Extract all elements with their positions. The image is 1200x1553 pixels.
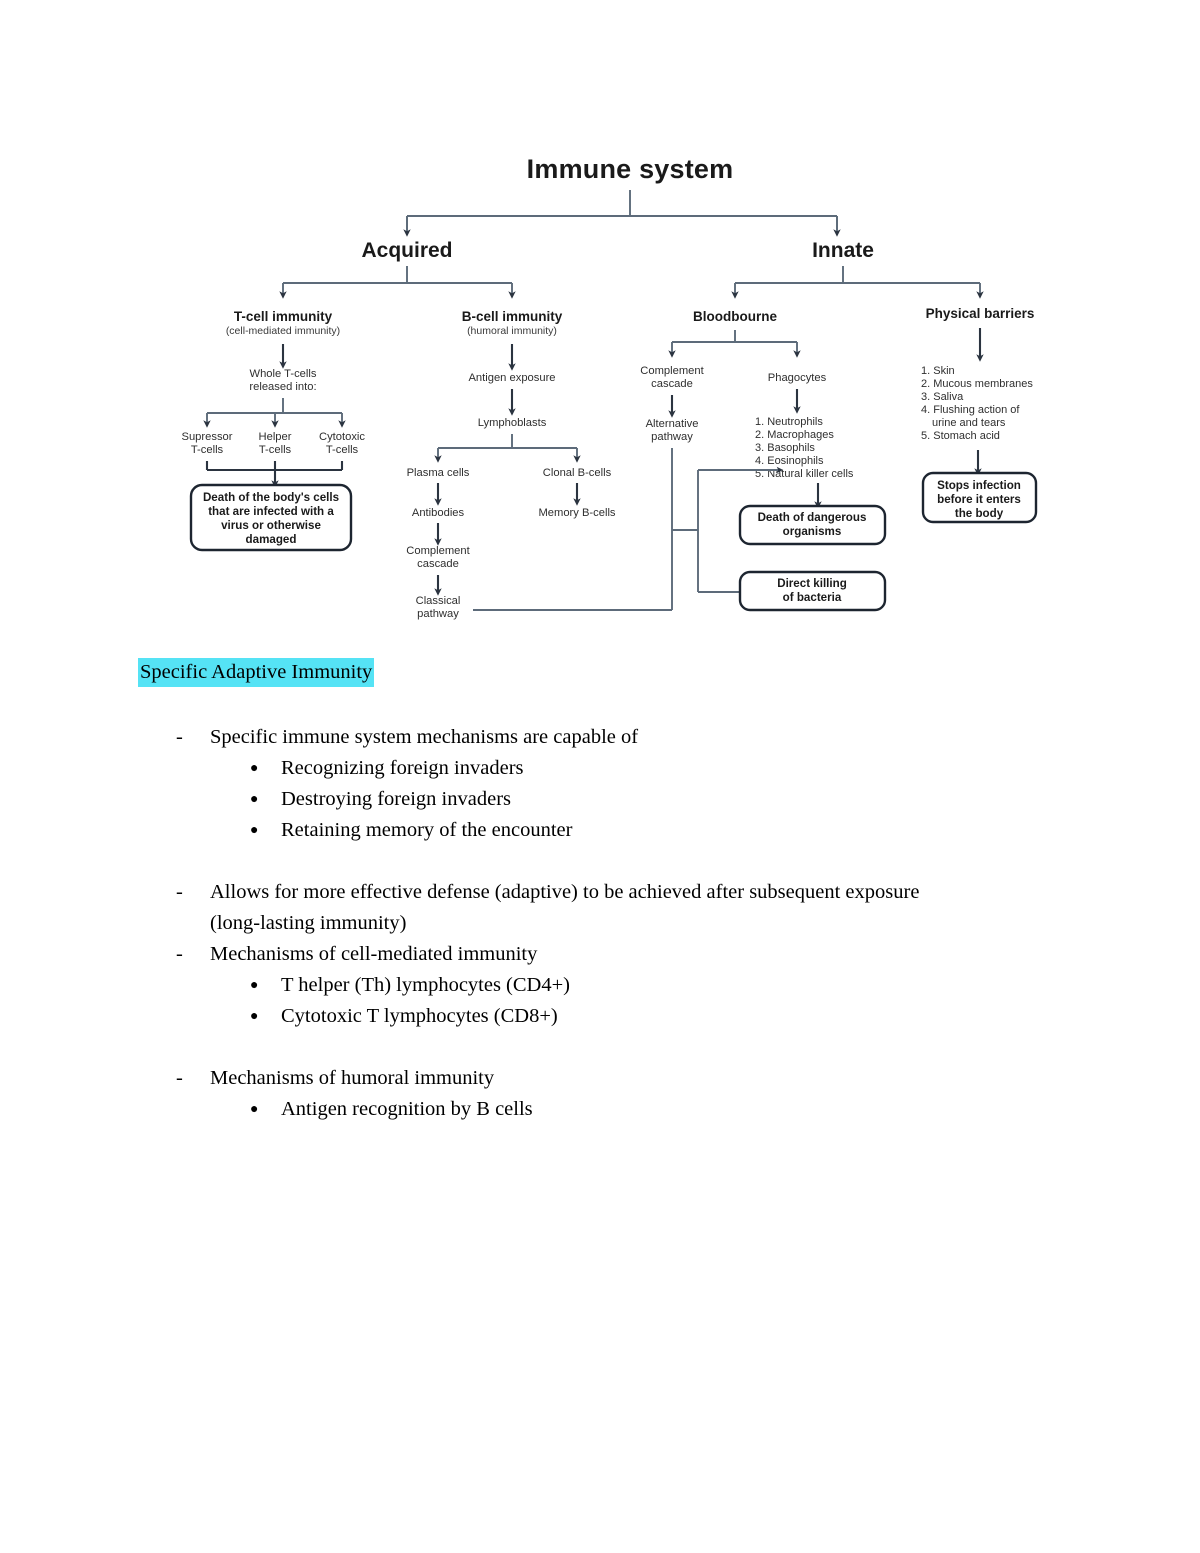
note-item-0: Specific immune system mechanisms are ca… bbox=[210, 726, 639, 748]
physical-barriers-outcome-line2: before it enters bbox=[937, 493, 1021, 506]
b-cell-right-step2: Memory B-cells bbox=[538, 507, 615, 519]
physical-barriers-outcome-box bbox=[921, 471, 1038, 524]
bullet-marker: ● bbox=[250, 823, 259, 838]
note-item-10: Antigen recognition by B cells bbox=[281, 1098, 533, 1120]
bloodbourne-left-step2-line1: Alternative bbox=[646, 418, 699, 430]
note-item-5: (long-lasting immunity) bbox=[210, 912, 407, 934]
bullet-marker: ● bbox=[250, 1009, 259, 1024]
note-item-3: Retaining memory of the encounter bbox=[281, 819, 573, 841]
note-item-8: Cytotoxic T lymphocytes (CD8+) bbox=[281, 1005, 558, 1027]
t-cell-step1-line2: released into: bbox=[249, 381, 316, 393]
dash-marker: - bbox=[176, 726, 183, 748]
dash-marker: - bbox=[176, 881, 183, 903]
t-cell-child-2-line2: T-cells bbox=[259, 444, 292, 456]
phagocyte-list-item-4: 4. Eosinophils bbox=[755, 455, 824, 467]
t-cell-outcome-line4: damaged bbox=[246, 533, 297, 546]
note-item-9: Mechanisms of humoral immunity bbox=[210, 1067, 495, 1089]
phagocyte-list-item-1: 1. Neutrophils bbox=[755, 416, 823, 428]
bullet-marker: ● bbox=[250, 792, 259, 807]
immune-system-diagram: Immune system Acquired Innate T-cell imm… bbox=[0, 0, 1200, 640]
bloodbourne-outcome-1-line1: Death of dangerous bbox=[758, 511, 867, 524]
barrier-list-item-2: 2. Mucous membranes bbox=[921, 378, 1033, 390]
t-cell-step1-line1: Whole T-cells bbox=[250, 368, 317, 380]
barrier-list-item-4-cont: urine and tears bbox=[932, 417, 1006, 429]
physical-barriers-outcome-line3: the body bbox=[955, 507, 1004, 520]
barrier-list-item-5: 5. Stomach acid bbox=[921, 430, 1000, 442]
note-item-2: Destroying foreign invaders bbox=[281, 788, 511, 810]
t-cell-child-1-line1: Supressor bbox=[182, 431, 233, 443]
b-cell-left-step3-line2: cascade bbox=[417, 558, 459, 570]
t-cell-child-1-line2: T-cells bbox=[191, 444, 224, 456]
branch-acquired-label: Acquired bbox=[361, 239, 452, 262]
note-item-1: Recognizing foreign invaders bbox=[281, 757, 524, 779]
phagocyte-list-item-3: 3. Basophils bbox=[755, 442, 815, 454]
t-cell-child-3-line1: Cytotoxic bbox=[319, 431, 365, 443]
bloodbourne-outcome-2-line1: Direct killing bbox=[777, 577, 847, 590]
bloodbourne-right-step1: Phagocytes bbox=[768, 372, 827, 384]
bloodbourne-left-step1-line1: Complement bbox=[640, 365, 704, 377]
diagram-canvas: Immune system Acquired Innate T-cell imm… bbox=[182, 154, 1038, 620]
b-cell-left-step3-line1: Complement bbox=[406, 545, 470, 557]
note-item-4: Allows for more effective defense (adapt… bbox=[210, 881, 920, 903]
b-cell-step2: Lymphoblasts bbox=[478, 417, 547, 429]
b-cell-left-step2: Antibodies bbox=[412, 507, 465, 519]
dash-marker: - bbox=[176, 943, 183, 965]
b-cell-left-step4-line2: pathway bbox=[417, 608, 459, 620]
bloodbourne-left-step2-line2: pathway bbox=[651, 431, 693, 443]
note-item-7: T helper (Th) lymphocytes (CD4+) bbox=[281, 974, 571, 996]
bloodbourne-left-step1-line2: cascade bbox=[651, 378, 693, 390]
t-cell-child-2-line1: Helper bbox=[259, 431, 292, 443]
phagocyte-list-item-2: 2. Macrophages bbox=[755, 429, 834, 441]
b-cell-left-step4-line1: Classical bbox=[416, 595, 461, 607]
barrier-list-item-4: 4. Flushing action of bbox=[921, 404, 1020, 416]
note-item-6: Mechanisms of cell-mediated immunity bbox=[210, 943, 538, 965]
column-heading-bloodbourne: Bloodbourne bbox=[693, 309, 777, 324]
b-cell-right-step1: Clonal B-cells bbox=[543, 467, 612, 479]
column-heading-t-cell: T-cell immunity bbox=[234, 309, 333, 324]
b-cell-left-step1: Plasma cells bbox=[407, 467, 470, 479]
bullet-marker: ● bbox=[250, 761, 259, 776]
t-cell-outcome-box bbox=[189, 483, 353, 552]
bullet-marker: ● bbox=[250, 1102, 259, 1117]
bloodbourne-outcome-box-1 bbox=[738, 504, 887, 546]
branch-innate-label: Innate bbox=[812, 239, 874, 262]
column-sub-t-cell: (cell-mediated immunity) bbox=[226, 325, 340, 337]
dash-marker: - bbox=[176, 1067, 183, 1089]
bullet-marker: ● bbox=[250, 978, 259, 993]
b-cell-step1: Antigen exposure bbox=[468, 372, 555, 384]
bloodbourne-outcome-2-line2: of bacteria bbox=[783, 591, 842, 604]
t-cell-outcome-line1: Death of the body's cells bbox=[203, 491, 339, 504]
diagram-root-title: Immune system bbox=[527, 154, 734, 184]
column-heading-physical-barriers: Physical barriers bbox=[926, 306, 1035, 321]
barrier-list-item-3: 3. Saliva bbox=[921, 391, 964, 403]
barrier-list-item-1: 1. Skin bbox=[921, 365, 955, 377]
column-heading-b-cell: B-cell immunity bbox=[462, 309, 563, 324]
bloodbourne-outcome-box-2 bbox=[738, 570, 887, 612]
t-cell-outcome-line3: virus or otherwise bbox=[221, 519, 321, 532]
column-sub-b-cell: (humoral immunity) bbox=[467, 325, 557, 337]
physical-barriers-outcome-line1: Stops infection bbox=[937, 479, 1021, 492]
page-heading: Specific Adaptive Immunity bbox=[138, 658, 375, 687]
t-cell-child-3-line2: T-cells bbox=[326, 444, 359, 456]
bloodbourne-outcome-1-line2: organisms bbox=[783, 525, 842, 538]
t-cell-outcome-line2: that are infected with a bbox=[208, 505, 334, 518]
